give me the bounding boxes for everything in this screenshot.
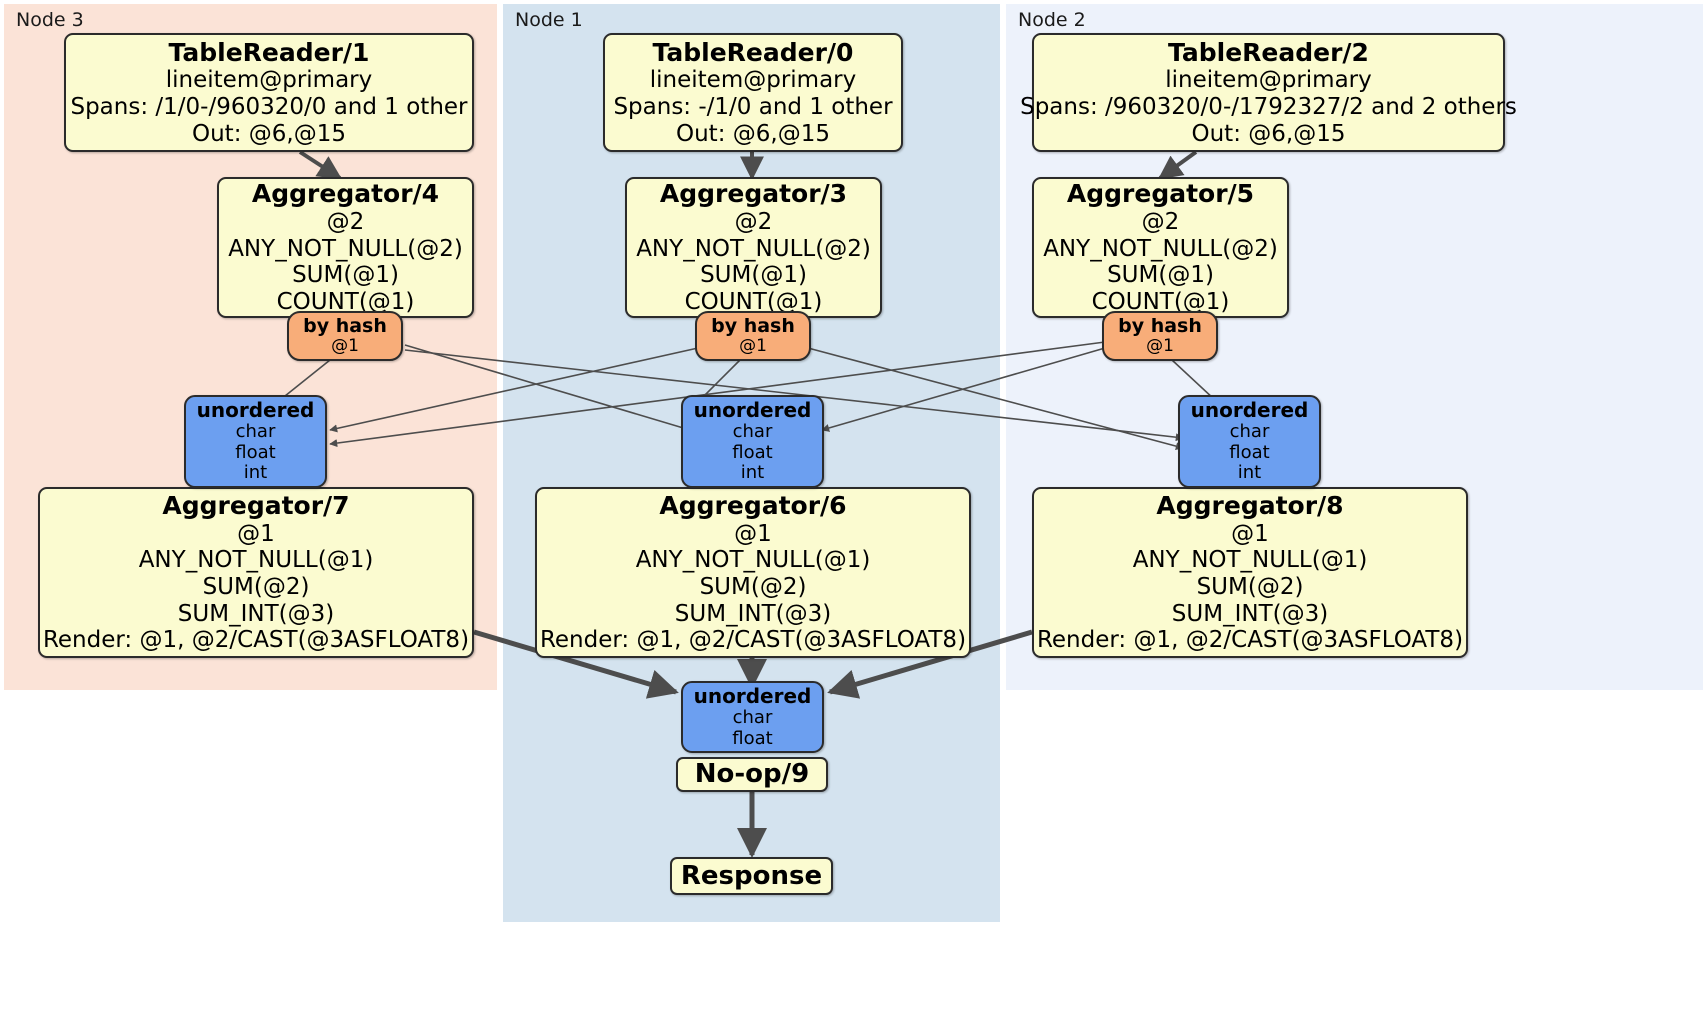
processor-aggregator-7[interactable]: Aggregator/7 @1 ANY_NOT_NULL(@1) SUM(@2)… [38,487,474,658]
processor-aggregator-4[interactable]: Aggregator/4 @2 ANY_NOT_NULL(@2) SUM(@1)… [217,177,474,318]
processor-line-out: Out: @6,@15 [676,120,830,147]
processor-response[interactable]: Response [670,857,833,895]
processor-title: TableReader/0 [652,37,854,67]
processor-line-agg3: SUM_INT(@3) [1171,600,1329,627]
processor-line-agg2: SUM(@1) [700,262,807,289]
processor-line-agg2: SUM(@2) [699,573,807,600]
node-panel-label-node1: Node 1 [515,9,583,31]
processor-line-agg1: ANY_NOT_NULL(@1) [1132,547,1368,574]
node-panel-label-node2: Node 2 [1018,9,1086,31]
stream-title: unordered [693,397,812,422]
processor-title: Aggregator/5 [1066,179,1255,209]
processor-title: Aggregator/8 [1156,491,1344,521]
processor-line-agg1: ANY_NOT_NULL(@2) [636,235,871,262]
processor-title: Response [680,860,823,891]
processor-line-groupcols: @1 [237,520,275,547]
processor-line-render: Render: @1, @2/CAST(@3ASFLOAT8) [42,627,470,654]
processor-line-agg1: ANY_NOT_NULL(@1) [138,547,374,574]
processor-line-agg3: SUM_INT(@3) [177,600,335,627]
processor-tablereader-0[interactable]: TableReader/0 lineitem@primary Spans: -/… [603,33,903,152]
router-title: by hash [711,315,795,338]
stream-type-3: int [243,462,268,484]
processor-title: TableReader/1 [168,37,370,67]
processor-aggregator-6[interactable]: Aggregator/6 @1 ANY_NOT_NULL(@1) SUM(@2)… [535,487,971,658]
processor-line-agg3: SUM_INT(@3) [674,600,832,627]
processor-aggregator-3[interactable]: Aggregator/3 @2 ANY_NOT_NULL(@2) SUM(@1)… [625,177,882,318]
processor-line-render: Render: @1, @2/CAST(@3ASFLOAT8) [539,627,967,654]
stream-unordered-final[interactable]: unordered char float [681,681,824,753]
router-by-hash-center[interactable]: by hash @1 [695,311,811,361]
processor-line-spans: Spans: /1/0-/960320/0 and 1 other [70,93,468,120]
processor-line-agg3: COUNT(@1) [684,288,823,315]
processor-line-agg2: SUM(@1) [1107,262,1214,289]
processor-line-table: lineitem@primary [165,67,373,94]
processor-title: Aggregator/7 [162,491,350,521]
router-line-col: @1 [739,336,767,357]
processor-line-groupcols: @1 [734,520,772,547]
stream-type-2: float [732,441,773,463]
processor-title: No-op/9 [694,759,810,790]
processor-noop-9[interactable]: No-op/9 [676,757,828,792]
processor-line-agg2: SUM(@2) [202,573,310,600]
processor-line-agg1: ANY_NOT_NULL(@2) [1043,235,1278,262]
stream-unordered-center[interactable]: unordered char float int [681,395,824,488]
processor-title: Aggregator/3 [659,179,848,209]
processor-line-groupcols: @2 [326,208,365,235]
stream-unordered-left[interactable]: unordered char float int [184,395,327,488]
processor-title: TableReader/2 [1168,37,1369,67]
processor-title: Aggregator/4 [251,179,440,209]
processor-line-groupcols: @2 [1141,208,1180,235]
stream-type-2: float [1229,441,1270,463]
processor-tablereader-2[interactable]: TableReader/2 lineitem@primary Spans: /9… [1020,33,1517,152]
processor-line-spans: Spans: /960320/0-/1792327/2 and 2 others [1020,93,1517,120]
node-panel-label-node3: Node 3 [16,9,84,31]
router-title: by hash [303,315,387,338]
processor-aggregator-5[interactable]: Aggregator/5 @2 ANY_NOT_NULL(@2) SUM(@1)… [1032,177,1289,318]
processor-line-out: Out: @6,@15 [1191,120,1346,147]
stream-type-3: int [740,462,765,484]
processor-line-agg2: SUM(@2) [1196,573,1304,600]
stream-type-1: char [1229,420,1270,442]
stream-title: unordered [693,683,812,708]
processor-line-agg2: SUM(@1) [292,262,399,289]
stream-title: unordered [196,397,315,422]
router-line-col: @1 [331,336,359,357]
processor-line-spans: Spans: -/1/0 and 1 other [613,93,893,120]
stream-type-1: char [732,420,773,442]
processor-title: Aggregator/6 [659,491,847,521]
processor-line-agg3: COUNT(@1) [276,288,415,315]
stream-title: unordered [1190,397,1309,422]
processor-line-agg3: COUNT(@1) [1091,288,1230,315]
processor-line-table: lineitem@primary [1165,67,1372,94]
stream-type-1: char [235,420,276,442]
stream-type-2: float [235,441,276,463]
router-line-col: @1 [1146,336,1174,357]
processor-aggregator-8[interactable]: Aggregator/8 @1 ANY_NOT_NULL(@1) SUM(@2)… [1032,487,1468,658]
processor-line-out: Out: @6,@15 [192,120,346,147]
stream-type-3: int [1237,462,1262,484]
processor-line-agg1: ANY_NOT_NULL(@2) [228,235,463,262]
processor-line-groupcols: @1 [1231,520,1269,547]
processor-line-agg1: ANY_NOT_NULL(@1) [635,547,871,574]
router-by-hash-left[interactable]: by hash @1 [287,311,403,361]
processor-line-groupcols: @2 [734,208,773,235]
processor-line-table: lineitem@primary [649,67,857,94]
processor-tablereader-1[interactable]: TableReader/1 lineitem@primary Spans: /1… [64,33,474,152]
stream-type-2: float [732,727,773,749]
stream-unordered-right[interactable]: unordered char float int [1178,395,1321,488]
router-by-hash-right[interactable]: by hash @1 [1102,311,1218,361]
stream-type-1: char [732,706,773,728]
router-title: by hash [1118,315,1202,338]
processor-line-render: Render: @1, @2/CAST(@3ASFLOAT8) [1036,627,1464,654]
